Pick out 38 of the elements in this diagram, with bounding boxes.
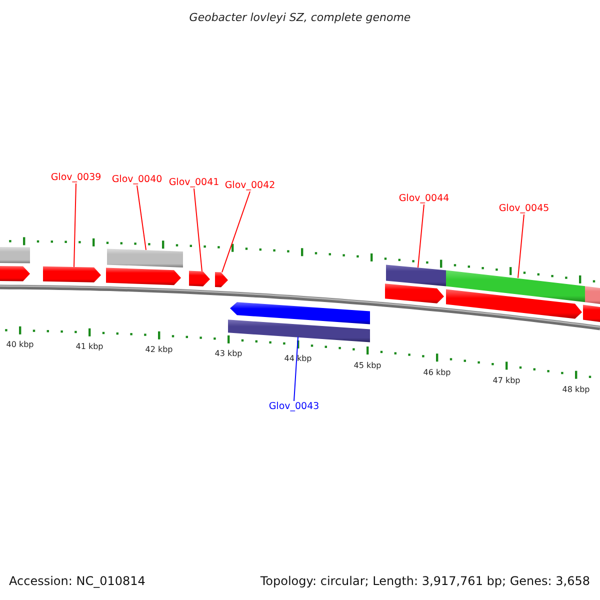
scale-label: 41 kbp — [76, 343, 104, 352]
scale-label: 43 kbp — [214, 350, 242, 358]
map-title: Geobacter lovleyi SZ, complete genome — [189, 12, 411, 23]
scale-label: 46 kbp — [423, 368, 451, 377]
scale-label: 48 kbp — [562, 386, 590, 394]
scale-label: 40 kbp — [6, 341, 34, 350]
gene-feature — [230, 302, 370, 324]
gene-label: Glov_0043 — [268, 402, 320, 412]
scale-label: 47 kbp — [492, 376, 520, 385]
leader-line — [194, 188, 202, 272]
gene-feature — [43, 266, 101, 282]
gene-feature — [386, 264, 446, 286]
leader-line — [518, 214, 524, 278]
gene-label: Glov_0042 — [224, 181, 276, 190]
gene-feature — [189, 270, 210, 286]
gene-label: Glov_0041 — [168, 178, 220, 188]
gene-feature — [0, 266, 30, 282]
scale-label: 44 kbp — [284, 355, 312, 364]
gene-feature — [106, 268, 181, 286]
leader-line — [294, 336, 298, 402]
gene-label: Glov_0040 — [112, 175, 162, 184]
gene-feature — [215, 272, 228, 288]
scale-label: 42 kbp — [145, 346, 173, 354]
leader-line — [222, 191, 250, 273]
gene-label: Glov_0044 — [398, 194, 450, 204]
leader-line — [418, 204, 424, 268]
leader-line — [74, 183, 76, 268]
scale-label: 45 kbp — [354, 362, 382, 370]
gene-feature — [107, 248, 183, 268]
gene-feature — [0, 247, 30, 264]
gene-label: Glov_0045 — [498, 204, 550, 214]
accession-text: Accession: NC_010814 — [9, 575, 146, 587]
leader-line — [136, 185, 146, 250]
gene-feature — [228, 320, 370, 342]
gene-feature — [385, 284, 444, 304]
genome-info-text: Topology: circular; Length: 3,917,761 bp; Genes: 3,658 — [260, 575, 590, 587]
gene-feature — [446, 289, 582, 319]
gene-label: Glov_0039 — [50, 173, 102, 182]
